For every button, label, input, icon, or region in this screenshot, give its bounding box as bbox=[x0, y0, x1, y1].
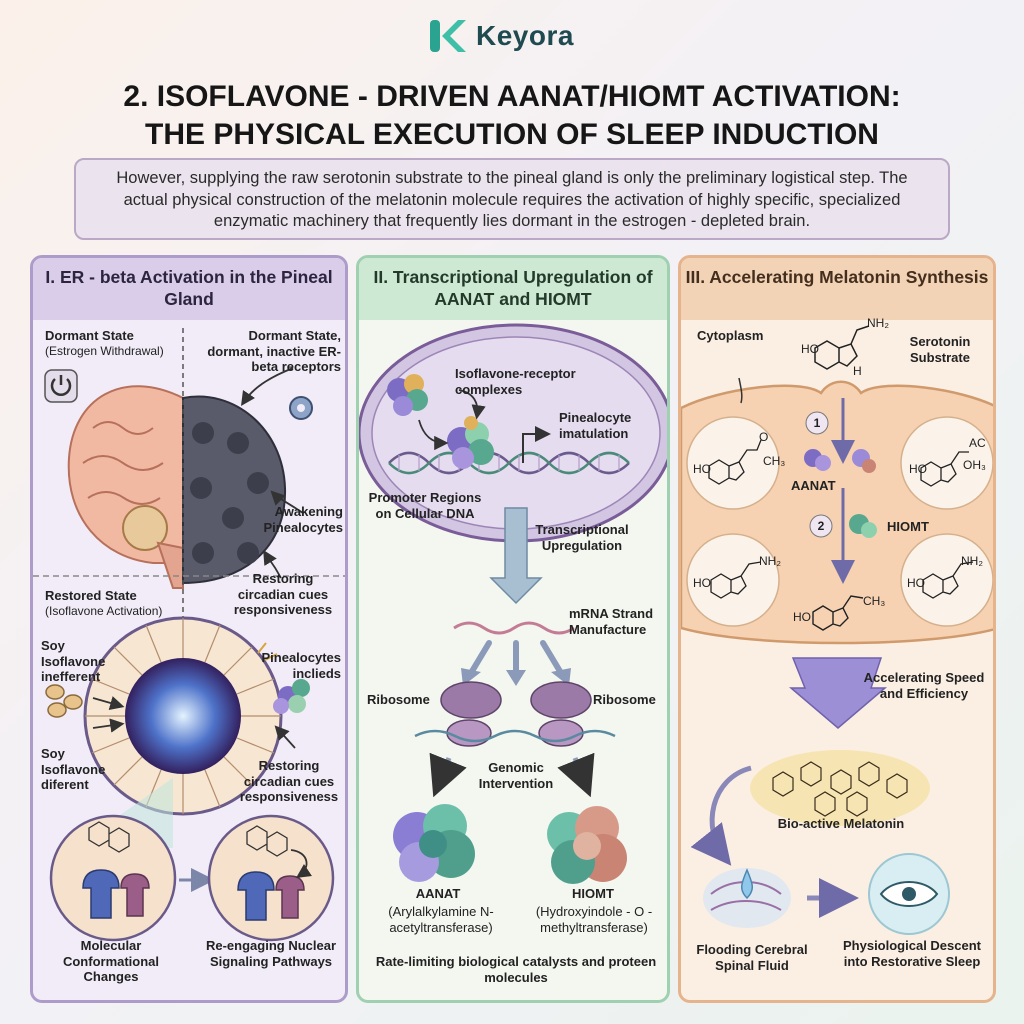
dormant-state-label: Dormant State bbox=[45, 328, 134, 343]
methoxy-molecule-right bbox=[900, 533, 993, 627]
title-line-1: 2. ISOFLAVONE - DRIVEN AANAT/HIOMT ACTIV… bbox=[123, 80, 901, 113]
serotonin-molecule bbox=[814, 325, 870, 370]
chem-ho-left2: HO bbox=[693, 576, 711, 590]
acetyl-molecule-left bbox=[686, 416, 780, 510]
reengaging-label: Re-engaging Nuclear Signaling Pathways bbox=[205, 938, 337, 969]
aanat-enzyme-icon bbox=[804, 449, 831, 471]
restored-state-label: Restored State bbox=[45, 588, 137, 603]
genomic-label: Genomic Intervention bbox=[478, 760, 554, 791]
step-2-label: 2 bbox=[817, 519, 825, 533]
mrna-strand bbox=[453, 621, 575, 635]
dormant-state-sub: (Estrogen Withdrawal) bbox=[45, 344, 164, 358]
chem-ho-top: HO bbox=[801, 342, 819, 356]
gear-icon bbox=[289, 396, 313, 420]
bioactive-label: Bio-active Melatonin bbox=[777, 816, 905, 831]
restored-pineal-cells bbox=[83, 616, 283, 816]
title-line-2: THE PHYSICAL EXECUTION OF SLEEP INDUCTIO… bbox=[145, 118, 879, 151]
dna-helix bbox=[388, 451, 630, 475]
chem-o-left1: O bbox=[759, 430, 769, 444]
restorative-sleep-icon bbox=[868, 853, 950, 935]
page-title: 2. ISOFLAVONE - DRIVEN AANAT/HIOMT ACTIV… bbox=[40, 78, 984, 154]
restored-state-sub: (Isoflavone Activation) bbox=[45, 604, 163, 618]
aanat-name: AANAT bbox=[415, 886, 461, 901]
mrna-label: mRNA Strand Manufacture bbox=[569, 606, 654, 637]
chem-ac-right1: AC bbox=[969, 436, 986, 450]
acetyl-molecule-right bbox=[900, 416, 993, 510]
panel1-illustration bbox=[33, 328, 345, 942]
panel2-illustration bbox=[359, 323, 667, 884]
hiomt-name: HIOMT bbox=[572, 886, 614, 901]
intro-box: However, supplying the raw serotonin sub… bbox=[74, 158, 950, 240]
ribosome-left-label: Ribosome bbox=[367, 692, 430, 707]
receptor-complex-icon bbox=[273, 679, 310, 714]
keyora-logo-icon bbox=[430, 20, 466, 52]
complexes-label: Isoflavone-receptor complexes bbox=[455, 366, 576, 397]
panel2-footer: Rate-limiting biological catalysts and p… bbox=[375, 954, 657, 985]
accelerating-label: Accelerating Speed and Efficiency bbox=[863, 670, 985, 701]
brand-name: Keyora bbox=[476, 20, 574, 51]
chem-nh2-left2: NH₂ bbox=[759, 554, 781, 568]
aanat-full-name: (Arylalkylamine N-acetyltransferase) bbox=[388, 904, 494, 935]
chem-ch3-left1: CH₃ bbox=[763, 454, 786, 468]
descent-label: Physiological Descent into Restorative S… bbox=[843, 938, 981, 969]
melatonin-cluster bbox=[750, 750, 930, 826]
hiomt-enzyme-icon bbox=[849, 449, 877, 538]
dormant-pineal-cells bbox=[182, 395, 287, 585]
cerebral-fluid-icon bbox=[703, 868, 791, 928]
panel-er-beta: I. ER - beta Activation in the Pineal Gl… bbox=[30, 255, 348, 1003]
chem-ho-right2: HO bbox=[907, 576, 925, 590]
panel1-title: I. ER - beta Activation in the Pineal Gl… bbox=[33, 258, 345, 320]
acceleration-arrow bbox=[788, 657, 888, 729]
chem-ho-product: HO bbox=[793, 610, 811, 624]
soy-label-1: Soy Isoflavone inefferent bbox=[41, 638, 106, 684]
ribosome-right bbox=[530, 681, 592, 747]
brain-illustration bbox=[67, 385, 184, 589]
aanat-protein bbox=[393, 804, 475, 882]
step-1-label: 1 bbox=[813, 416, 821, 430]
panel-melatonin-synthesis: III. Accelerating Melatonin Synthesis bbox=[678, 255, 996, 1003]
hiomt-full-name: (Hydroxyindole - O - methyltransferase) bbox=[535, 904, 653, 935]
awakening-label: Awakening Pinealocytes bbox=[263, 504, 344, 535]
flooding-label: Flooding Cerebral Spinal Fluid bbox=[696, 942, 808, 973]
cytoplasm-label: Cytoplasm bbox=[697, 328, 764, 343]
transcriptional-label: Transcriptional Upregulation bbox=[535, 522, 629, 553]
hiomt-label: HIOMT bbox=[887, 519, 929, 534]
pinealocyte-mat-label: Pinealocyte imatulation bbox=[559, 410, 632, 441]
dormant-receptors-label: Dormant State, dormant, inactive ER-beta… bbox=[207, 328, 341, 374]
panel3-title: III. Accelerating Melatonin Synthesis bbox=[681, 258, 993, 320]
step-2-marker bbox=[809, 514, 833, 538]
panel3-illustration bbox=[681, 325, 993, 935]
step-1-marker bbox=[805, 411, 829, 435]
chem-ho-left1: HO bbox=[693, 462, 711, 476]
soy-isoflavone-beans bbox=[45, 684, 83, 718]
panel2-title: II. Transcriptional Upregulation of AANA… bbox=[359, 258, 667, 320]
chem-ho-right1: HO bbox=[909, 462, 927, 476]
panel-transcription: II. Transcriptional Upregulation of AANA… bbox=[356, 255, 670, 1003]
restoring-label-top: Restoring circadian cues responsiveness bbox=[233, 571, 333, 617]
molecular-change-circle bbox=[49, 814, 177, 942]
promoter-label: Promoter Regions on Cellular DNA bbox=[368, 490, 482, 521]
isoflavone-receptor-complex-icon bbox=[387, 374, 494, 469]
molecular-changes-label: Molecular Conformational Changes bbox=[62, 938, 160, 984]
restoring-label-bottom: Restoring circadian cues responsiveness bbox=[239, 758, 339, 804]
ribosome-right-label: Ribosome bbox=[593, 692, 656, 707]
chem-oh3-right1: OH₃ bbox=[963, 458, 986, 472]
chem-h-top: H bbox=[853, 364, 862, 378]
brand-logo: Keyora bbox=[428, 16, 574, 56]
soy-label-2: Soy Isoflavone diferent bbox=[41, 746, 106, 792]
hiomt-protein bbox=[547, 806, 627, 884]
chem-nh2-top: NH₂ bbox=[867, 316, 889, 330]
power-icon bbox=[44, 369, 78, 403]
serotonin-label: Serotonin Substrate bbox=[909, 334, 971, 365]
chem-nh2-right2: NH₂ bbox=[961, 554, 983, 568]
aanat-label: AANAT bbox=[791, 478, 836, 493]
chem-ch3-product: CH₃ bbox=[863, 594, 886, 608]
pinealocytes-inclieds-label: Pinealocytes inclieds bbox=[261, 650, 342, 681]
product-molecule bbox=[812, 595, 864, 631]
transcription-arrow bbox=[489, 507, 543, 605]
nuclear-signaling-circle bbox=[207, 814, 335, 942]
methoxy-molecule-left bbox=[686, 533, 780, 627]
